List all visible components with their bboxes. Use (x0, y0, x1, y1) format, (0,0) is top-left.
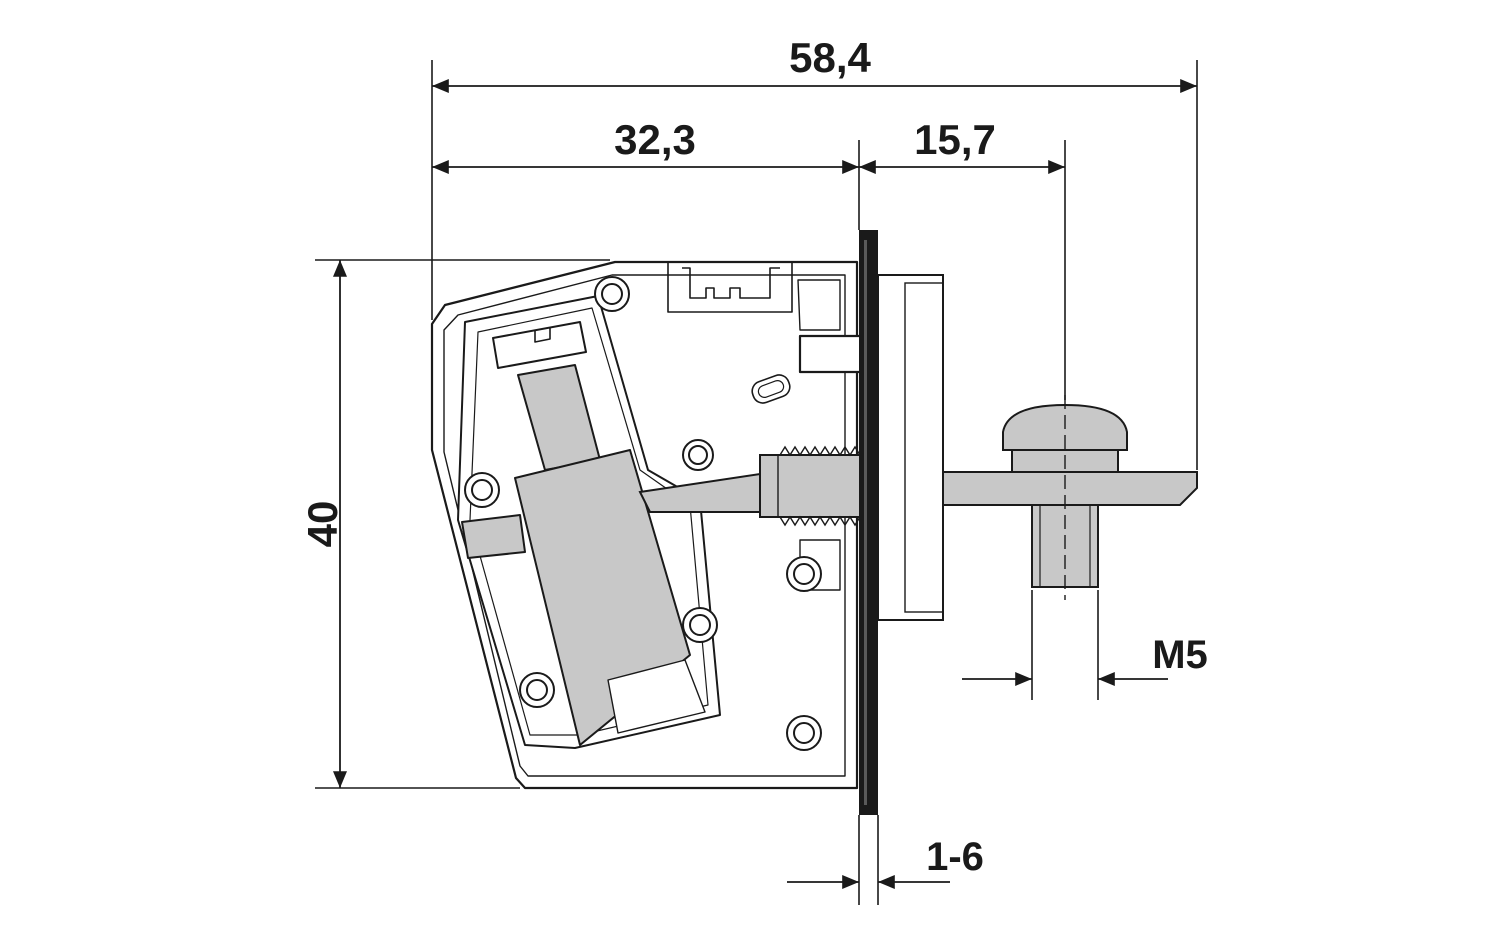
mounting-hole-6 (519, 672, 555, 708)
dim-label-overall-width: 58,4 (789, 34, 871, 81)
dim-label-housing-depth: 32,3 (614, 116, 696, 163)
mounting-holes (464, 276, 822, 751)
dim-label-panel-thickness: 1-6 (926, 835, 984, 879)
mounting-hole-5 (682, 607, 718, 643)
dim-label-height: 40 (299, 501, 346, 548)
mounting-hole-1 (594, 276, 630, 312)
actuator-lever (942, 471, 1198, 506)
right-wall-step-top (797, 279, 841, 331)
panel-highlight (864, 240, 867, 805)
mounting-hole-3 (682, 439, 714, 471)
side-tab (461, 514, 526, 559)
contact-label-area (607, 659, 706, 734)
slot-hole-inner (757, 380, 785, 398)
dim-label-thread: M5 (1152, 633, 1208, 677)
mounting-hole-2 (464, 472, 500, 508)
front-bezel (877, 274, 944, 621)
top-rail-slot (682, 267, 780, 299)
extension-lines (315, 60, 1198, 905)
terminal-screw-slot (534, 328, 551, 343)
bezel-outer (877, 274, 944, 621)
dim-label-front-depth: 15,7 (914, 116, 996, 163)
mounting-panel (859, 230, 878, 815)
top-rail-profile (667, 262, 793, 313)
lever-plate (942, 471, 1198, 506)
terminal-screw-head (492, 321, 587, 369)
switch-block (457, 295, 721, 749)
mounting-hole-4 (786, 556, 822, 592)
m5-screw (1002, 395, 1128, 600)
bezel-inner (904, 282, 944, 613)
switch-block-inner-frame (469, 307, 709, 736)
dimension-lines (333, 79, 1197, 889)
mounting-hole-7 (786, 715, 822, 751)
